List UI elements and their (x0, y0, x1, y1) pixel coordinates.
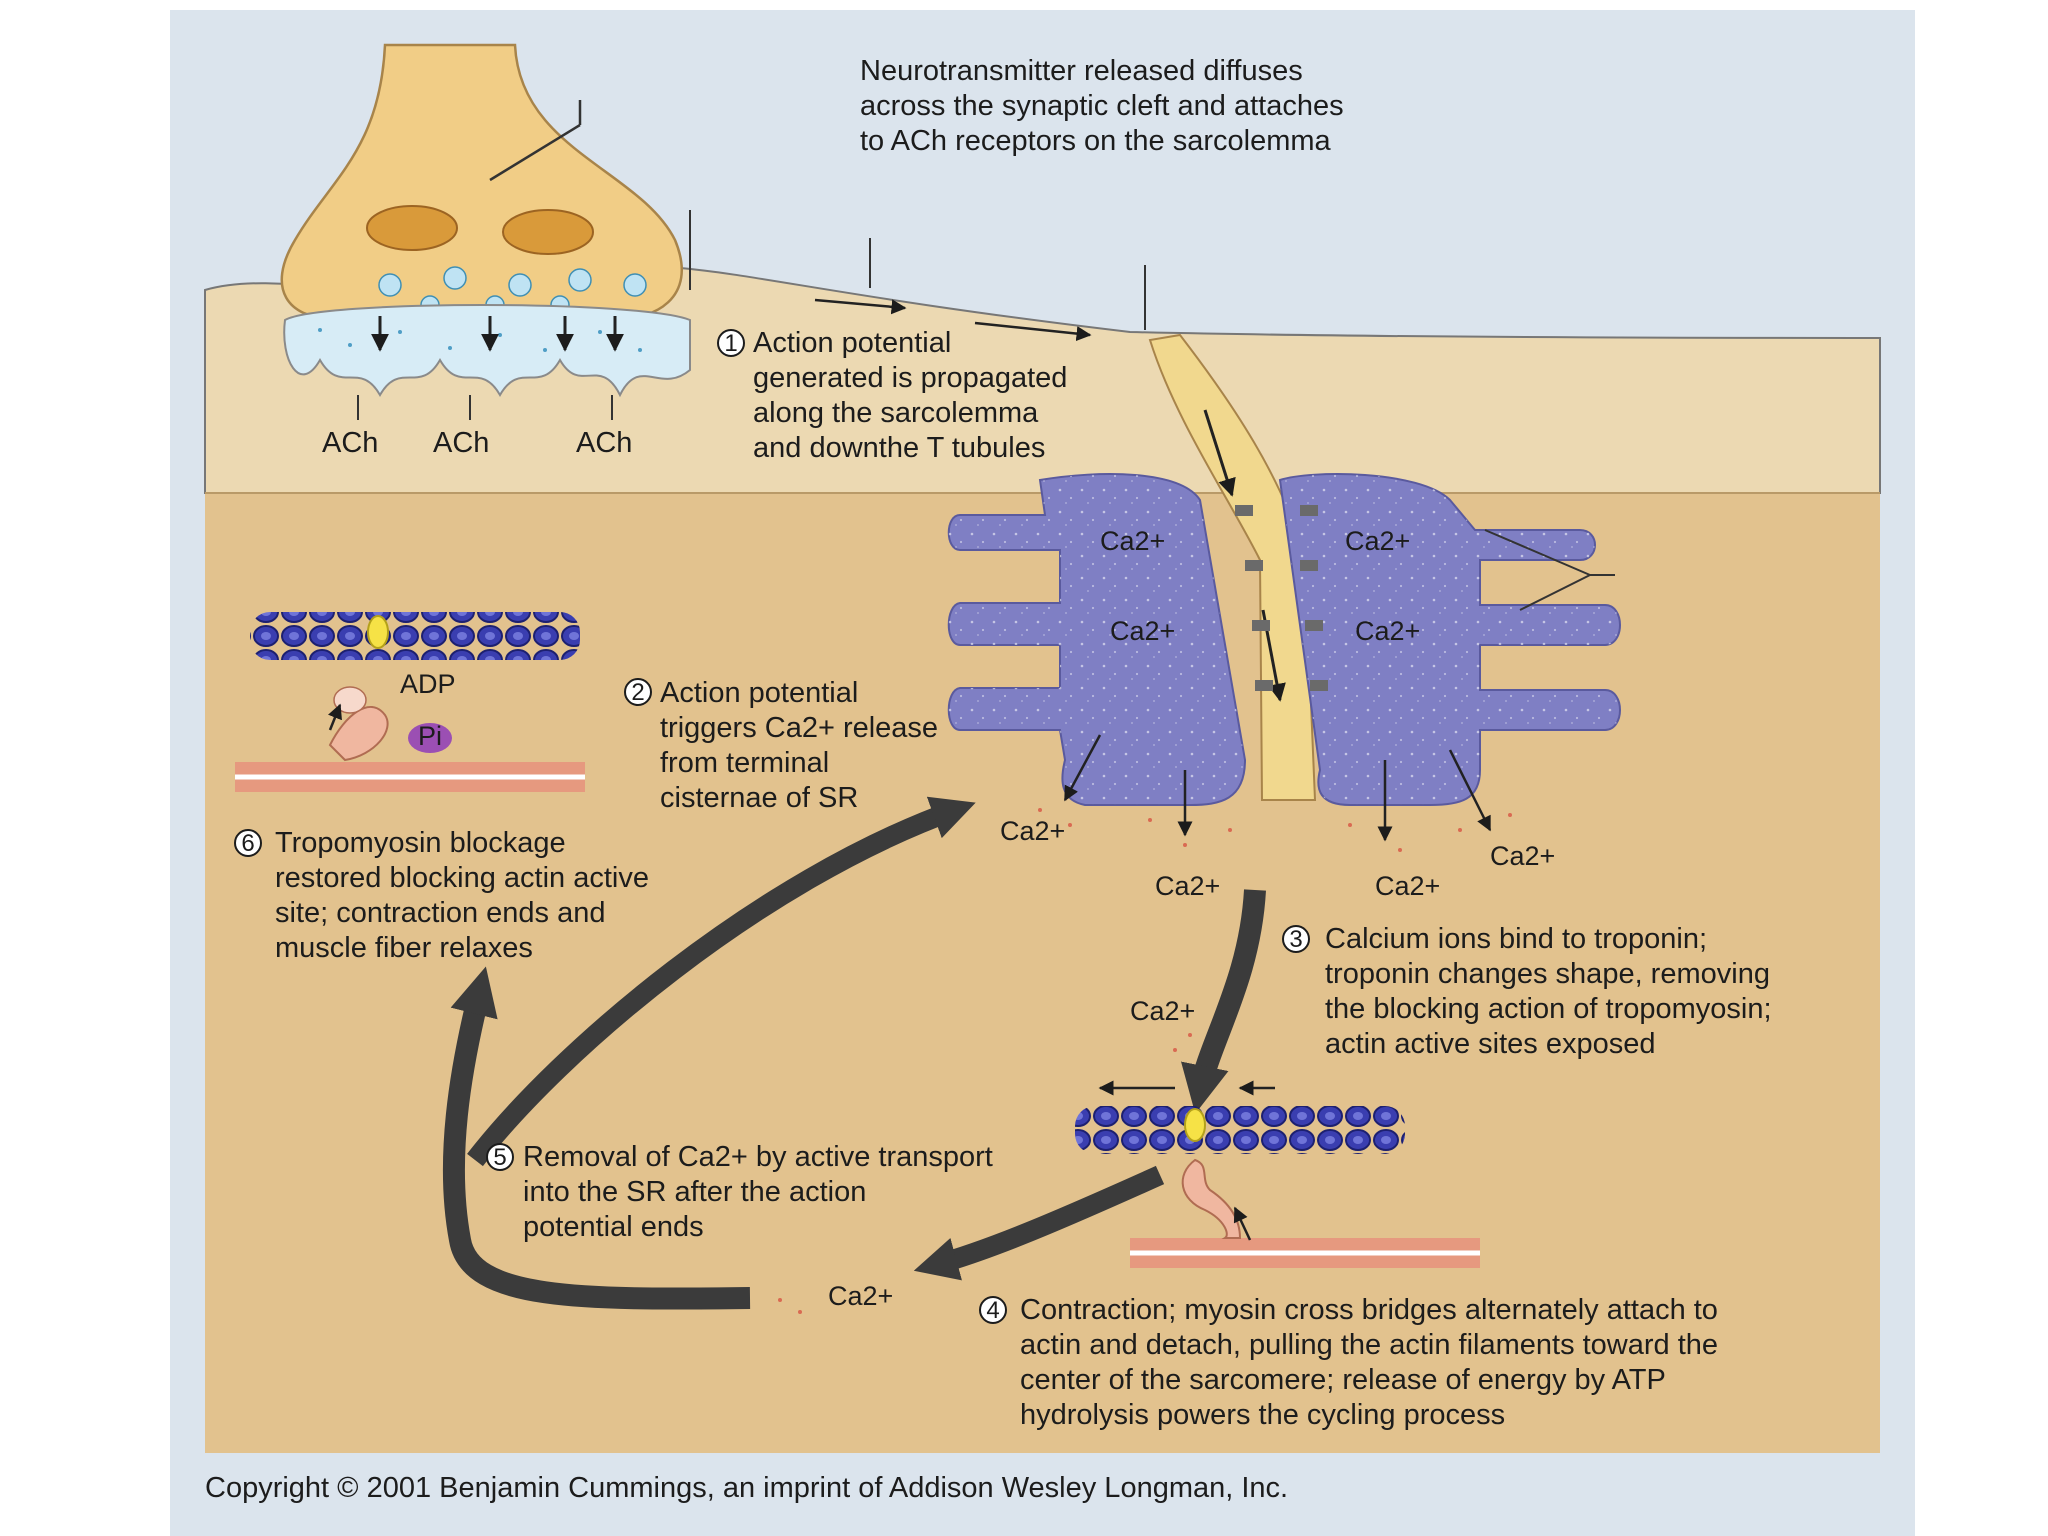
step-1-text: generated is propagated (753, 362, 1067, 394)
header-caption-line: to ACh receptors on the sarcolemma (860, 125, 1332, 157)
step-2-text: from terminal (660, 747, 829, 779)
ca-label: Ca2+ (1000, 816, 1065, 846)
step-4-text: actin and detach, pulling the actin fila… (1020, 1329, 1718, 1361)
phosphate (408, 723, 452, 753)
terminal-cisterna-left (947, 473, 1247, 806)
step-number: 4 (986, 1297, 999, 1324)
ca-label: Ca2+ (1375, 871, 1440, 901)
ach-label: ACh (322, 427, 378, 459)
relaxed-filaments (235, 612, 585, 792)
step-6-text: muscle fiber relaxes (275, 932, 533, 964)
junction-feet (1235, 505, 1328, 691)
step-number: 5 (493, 1144, 506, 1171)
troponin (367, 615, 389, 649)
ca-label: Ca2+ (1110, 616, 1175, 646)
step-3-text: actin active sites exposed (1325, 1028, 1655, 1060)
step-4-text: Contraction; myosin cross bridges altern… (1020, 1294, 1718, 1326)
actin-filament (250, 612, 580, 660)
ca-label: Ca2+ (1100, 526, 1165, 556)
ca-label: Ca2+ (1155, 871, 1220, 901)
step-4-text: hydrolysis powers the cycling process (1020, 1399, 1505, 1431)
ca-label: Ca2+ (1355, 616, 1420, 646)
ca-label: Ca2+ (1490, 841, 1555, 871)
actin-filament (1075, 1106, 1405, 1154)
step-4-text: center of the sarcomere; release of ener… (1020, 1364, 1666, 1396)
junctional-folds (283, 304, 691, 420)
step-6-text: site; contraction ends and (275, 897, 605, 929)
troponin (1184, 1108, 1206, 1142)
contracting-filaments (1075, 1080, 1480, 1268)
step-6-text: restored blocking actin active (275, 862, 649, 894)
cycle-arrow-step4 (913, 1165, 1165, 1281)
myosin-head (328, 705, 389, 762)
step-5-text: into the SR after the action (523, 1176, 866, 1208)
calcium-ion-dots (778, 808, 1512, 1314)
step-number: 2 (631, 679, 644, 706)
ca-label: Ca2+ (1130, 996, 1195, 1026)
ca-label: Ca2+ (1345, 526, 1410, 556)
myosin-head (1181, 1158, 1242, 1239)
copyright: Copyright © 2001 Benjamin Cummings, an i… (205, 1472, 1288, 1504)
step-2-text: cisternae of SR (660, 782, 858, 814)
terminal-cisterna-right (1278, 473, 1621, 806)
cycle-arrow-step5 (442, 966, 751, 1310)
step-2-text: triggers Ca2+ release (660, 712, 938, 744)
step-1-text: along the sarcolemma (753, 397, 1039, 429)
ach-label: ACh (433, 427, 489, 459)
step-number: 3 (1289, 926, 1302, 953)
step-number: 6 (241, 830, 254, 857)
mitochondrion (366, 205, 458, 251)
header-caption-line: Neurotransmitter released diffuses (860, 55, 1303, 87)
step-2-text: Action potential (660, 677, 858, 709)
step-3-text: the blocking action of tropomyosin; (1325, 993, 1772, 1025)
step-3-text: Calcium ions bind to troponin; (1325, 923, 1707, 955)
pi-label: Pi (418, 721, 442, 751)
step-3-text: troponin changes shape, removing (1325, 958, 1770, 990)
cycle-arrow-step2 (467, 796, 976, 1167)
header-caption-line: across the synaptic cleft and attaches (860, 90, 1344, 122)
step-1-text: and downthe T tubules (753, 432, 1045, 464)
adp-label: ADP (400, 669, 456, 699)
step-5-text: potential ends (523, 1211, 704, 1243)
step-number: 1 (724, 330, 737, 357)
step-6-text: Tropomyosin blockage (275, 827, 566, 859)
step-5-text: Removal of Ca2+ by active transport (523, 1141, 993, 1173)
ach-label: ACh (576, 427, 632, 459)
mitochondrion (502, 209, 594, 255)
ca-label: Ca2+ (828, 1281, 893, 1311)
cycle-arrow-step3 (1181, 889, 1266, 1114)
step-1-text: Action potential (753, 327, 951, 359)
